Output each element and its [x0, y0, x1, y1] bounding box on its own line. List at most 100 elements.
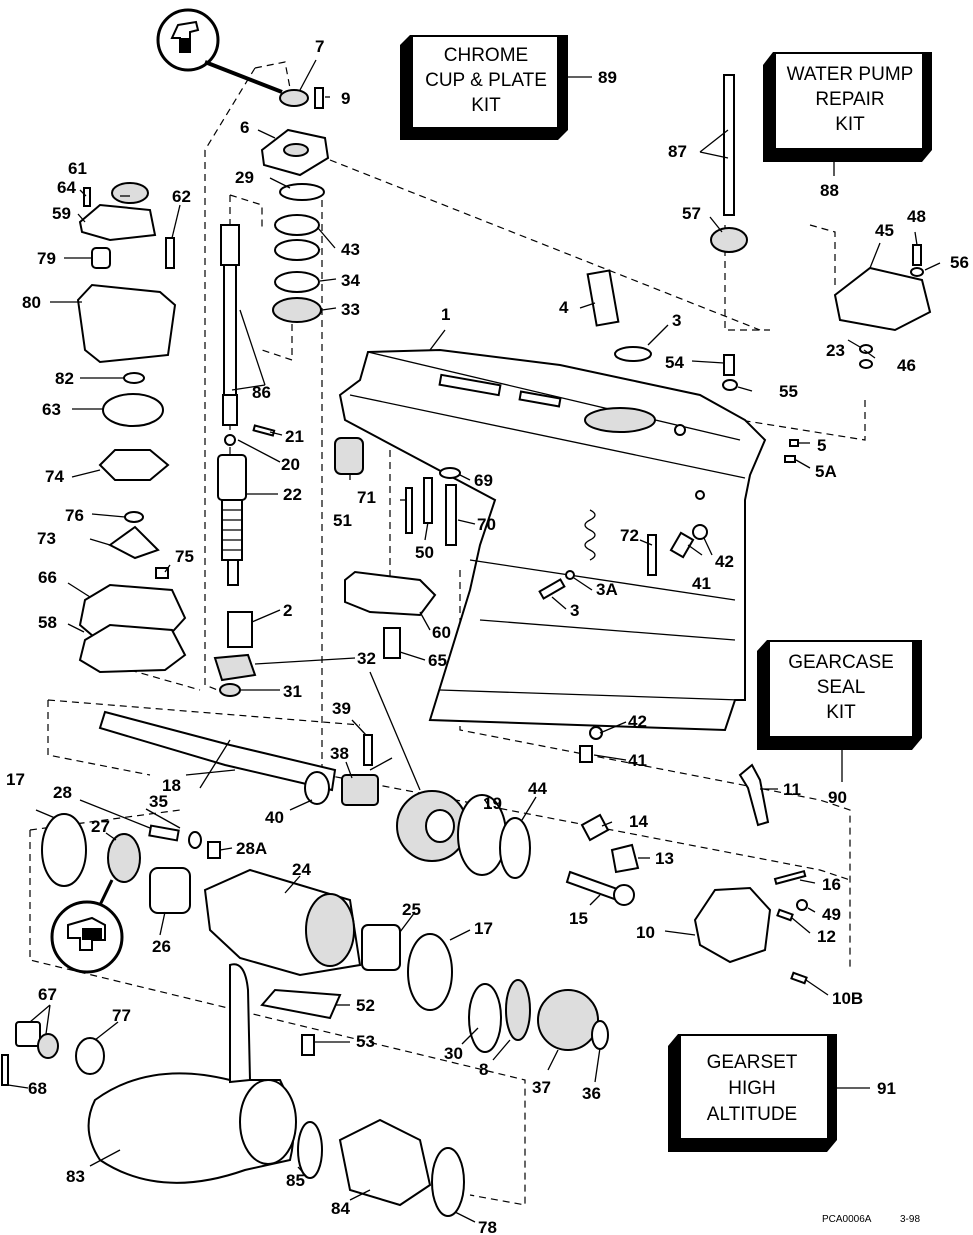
- gearset-kit-line-3: ALTITUDE: [707, 1104, 797, 1125]
- chrome-cup-plate-kit-box: CHROME CUP & PLATE KIT 89: [400, 35, 617, 140]
- callout-48: 48: [907, 207, 926, 226]
- drive-shaft-assembly: [217, 224, 276, 586]
- callout-2: 2: [283, 601, 292, 620]
- callout-numbers: 7 9 6 29 43 34 33 86 21 20 22 2 32 31 61…: [6, 37, 969, 1235]
- callout-67: 67: [38, 985, 57, 1004]
- callout-14: 14: [629, 812, 648, 831]
- callout-70: 70: [477, 515, 496, 534]
- bearing-housing-stack: [260, 87, 330, 323]
- shift-mechanism: [565, 763, 808, 985]
- callout-77: 77: [112, 1006, 131, 1025]
- callout-6: 6: [240, 118, 249, 137]
- callout-7: 7: [315, 37, 324, 56]
- callout-90: 90: [828, 788, 847, 807]
- callout-78: 78: [478, 1218, 497, 1235]
- callout-18: 18: [162, 776, 181, 795]
- gearset-kit-line-2: HIGH: [728, 1078, 776, 1099]
- callout-79: 79: [37, 249, 56, 268]
- gearset-high-altitude-kit-box: GEARSET HIGH ALTITUDE 91: [668, 1034, 896, 1152]
- callout-24: 24: [292, 860, 311, 879]
- callout-85: 85: [286, 1171, 305, 1190]
- callout-74: 74: [45, 467, 64, 486]
- callout-16: 16: [822, 875, 841, 894]
- callout-56: 56: [950, 253, 969, 272]
- callout-39: 39: [332, 699, 351, 718]
- callout-5: 5: [817, 436, 826, 455]
- seal-kit-line-1: GEARCASE: [788, 652, 894, 673]
- callout-36: 36: [582, 1084, 601, 1103]
- callout-63: 63: [42, 400, 61, 419]
- callout-71: 71: [357, 488, 376, 507]
- gearcase-seal-kit-box: GEARCASE SEAL KIT 90: [757, 640, 922, 807]
- callout-28: 28: [53, 783, 72, 802]
- gearset-kit-line-1: GEARSET: [707, 1052, 798, 1073]
- callout-65: 65: [428, 651, 447, 670]
- callout-45: 45: [875, 221, 894, 240]
- callout-86: 86: [252, 383, 271, 402]
- callout-82: 82: [55, 369, 74, 388]
- gearcase-housing: [338, 348, 767, 732]
- callout-8: 8: [479, 1060, 488, 1079]
- water-pump-repair-kit-box: WATER PUMP REPAIR KIT 88: [763, 52, 932, 200]
- callout-42-top: 42: [715, 552, 734, 571]
- callout-1: 1: [441, 305, 450, 324]
- water-pump-kit-line-3: KIT: [835, 114, 865, 135]
- callout-52: 52: [356, 996, 375, 1015]
- callout-27: 27: [91, 817, 110, 836]
- callout-10: 10: [636, 923, 655, 942]
- callout-87: 87: [668, 142, 687, 161]
- footer-code: PCA0006A: [822, 1214, 872, 1225]
- callout-26: 26: [152, 937, 171, 956]
- callout-22: 22: [283, 485, 302, 504]
- callout-9: 9: [341, 89, 350, 108]
- callout-55: 55: [779, 382, 798, 401]
- callout-61: 61: [68, 159, 87, 178]
- callout-73: 73: [37, 529, 56, 548]
- callout-29: 29: [235, 168, 254, 187]
- callout-28A: 28A: [236, 839, 267, 858]
- callout-30: 30: [444, 1044, 463, 1063]
- callout-34: 34: [341, 271, 360, 290]
- callout-10B: 10B: [832, 989, 863, 1008]
- callout-4: 4: [559, 298, 569, 317]
- callout-13: 13: [655, 849, 674, 868]
- callout-49: 49: [822, 905, 841, 924]
- callout-84: 84: [331, 1199, 350, 1218]
- callout-80: 80: [22, 293, 41, 312]
- callout-58: 58: [38, 613, 57, 632]
- right-side-fasteners: [538, 74, 932, 763]
- callout-3-mid: 3: [570, 601, 579, 620]
- callout-75: 75: [175, 547, 194, 566]
- seal-tool-icon-bottom: [50, 879, 124, 974]
- leader-lines: [7, 59, 941, 1223]
- callout-53: 53: [356, 1032, 375, 1051]
- callout-64: 64: [57, 178, 76, 197]
- callout-25: 25: [402, 900, 421, 919]
- callout-17-right: 17: [474, 919, 493, 938]
- seal-kit-line-3: KIT: [826, 702, 856, 723]
- callout-41-top: 41: [692, 574, 711, 593]
- callout-23: 23: [826, 341, 845, 360]
- callout-69: 69: [474, 471, 493, 490]
- callout-33: 33: [341, 300, 360, 319]
- callout-15: 15: [569, 909, 588, 928]
- callout-57: 57: [682, 204, 701, 223]
- callout-88: 88: [820, 181, 839, 200]
- callout-5A: 5A: [815, 462, 837, 481]
- callout-50: 50: [415, 543, 434, 562]
- callout-42-bottom: 42: [628, 712, 647, 731]
- chrome-kit-line-3: KIT: [471, 95, 501, 116]
- callout-37: 37: [532, 1078, 551, 1097]
- callout-35: 35: [149, 792, 168, 811]
- callout-17-left: 17: [6, 770, 25, 789]
- callout-19: 19: [483, 794, 502, 813]
- callout-20: 20: [281, 455, 300, 474]
- chrome-kit-line-1: CHROME: [444, 45, 528, 66]
- callout-32: 32: [357, 649, 376, 668]
- footer: PCA0006A 3-98: [822, 1214, 920, 1225]
- middle-parts: [334, 437, 596, 659]
- callout-76: 76: [65, 506, 84, 525]
- water-pump-kit-line-1: WATER PUMP: [787, 64, 914, 85]
